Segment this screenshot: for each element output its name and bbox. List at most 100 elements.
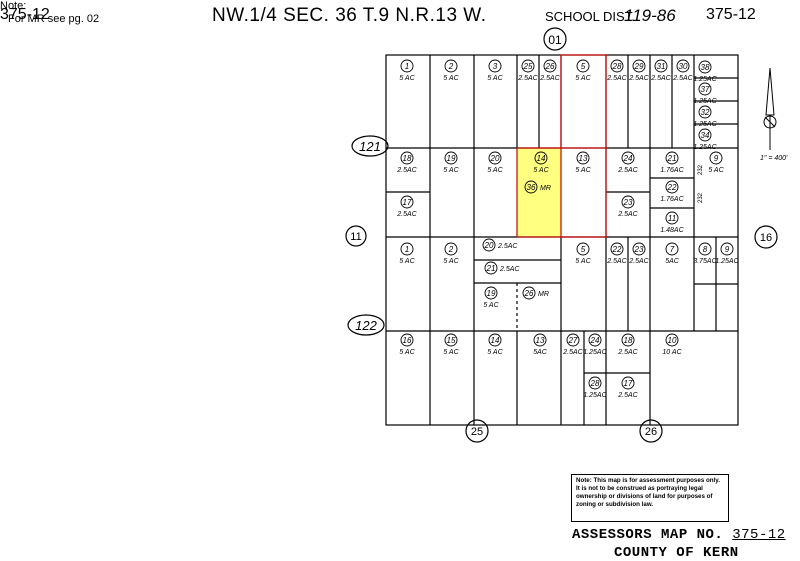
parcel-label[interactable]: 182.5AC [396,151,418,174]
parcel-number: 20 [490,154,500,163]
parcel-label[interactable]: 211.76AC [660,151,685,174]
parcel-number: 24 [590,336,600,345]
parcel-label[interactable]: 281.25AC [583,376,608,399]
parcel-label[interactable]: 20 5 AC [487,151,504,174]
parcel-number-circle [488,59,502,73]
parcel-label[interactable]: 172.5AC [396,195,418,218]
map-scale: 1" = 400' [760,155,788,162]
parcel-number-circle [444,151,458,165]
parcel-label[interactable]: 262.5AC [539,59,561,82]
parcel-label[interactable]: 25 AC [443,59,460,82]
assessor-map-number: ASSESSORS MAP NO. 375-12 [572,527,786,543]
parcel-acreage: 5 AC [399,75,415,82]
parcel-number: 11 [668,214,676,223]
parcel-label[interactable]: 222.5AC [606,242,628,265]
parcel-label[interactable]: 241.25AC [583,333,608,356]
parcel-label[interactable]: 25 AC [443,242,460,265]
parcel-label[interactable]: 95 AC [708,151,725,174]
parcel-number-circle [521,59,535,73]
parcel-number: 9 [725,245,730,254]
parcel-number: 29 [634,62,644,71]
road-label-121: 121 [359,139,381,154]
parcel-number-circle [488,151,502,165]
parcel-number-circle [543,59,557,73]
map-no-value: 375-12 [732,527,786,543]
parcel-acreage: 5 AC [399,258,415,265]
parcel-label[interactable]: 75AC [665,242,680,265]
parcel-number: 14 [491,336,500,345]
parcel-acreage: 5 AC [487,75,503,82]
parcel-number: 13 [579,154,588,163]
parcel-number: 7 [670,245,675,254]
parcel-label[interactable]: 341.25AC [693,128,718,151]
parcel-label[interactable]: 18 2.5AC [617,333,639,356]
parcel-number: 15 [447,336,456,345]
parcel-label[interactable]: 232.5AC [628,242,650,265]
parcel-label[interactable]: 15 AC [399,242,416,265]
parcel-label[interactable]: 13 5 AC [575,151,592,174]
parcel-label[interactable]: 232.5AC [617,195,639,218]
parcel-number: 18 [624,336,633,345]
parcel-label[interactable]: 17 2.5AC [617,376,639,399]
parcel-acreage: 5 AC [487,167,503,174]
parcel-label[interactable]: 9 1.25AC [715,242,740,265]
map-no-label: ASSESSORS MAP NO. [572,527,724,543]
parcel-acreage: 2.5AC [617,392,638,399]
parcel-acreage: MR [540,185,551,192]
parcel-number: 13 [536,336,545,345]
parcel-acreage: 1.25AC [715,258,739,265]
parcel-acreage: 2.5AC [617,349,638,356]
parcel-number: 18 [403,154,412,163]
parcel-number-circle [610,242,624,256]
parcel-number-circle [610,59,624,73]
parcel-acreage: 2.5AC [628,258,649,265]
parcel-label[interactable]: 55 AC [575,59,592,82]
parcel-number-circle [709,151,723,165]
parcel-acreage: 5 AC [575,258,591,265]
parcel-number-circle [484,261,498,275]
parcel-label[interactable]: 242.5AC [617,151,639,174]
parcel-label[interactable]: 252.5AC [517,59,539,82]
parcel-label[interactable]: 221.76AC [660,180,685,203]
parcel-label[interactable]: 312.5AC [650,59,672,82]
parcel-label[interactable]: 155 AC [443,333,460,356]
parcel-label[interactable]: 282.5AC [606,59,628,82]
road-label-122: 122 [355,318,377,333]
parcel-label[interactable]: 55 AC [575,242,592,265]
parcel-label[interactable]: 111.48AC [660,211,685,234]
parcel-number-circle [400,242,414,256]
parcel-label[interactable]: 321.25AC [693,105,718,128]
parcel-label[interactable]: 83.75AC [693,242,718,265]
parcel-acreage: 2.5AC [539,75,560,82]
parcel-label[interactable]: 35 AC [487,59,504,82]
parcel-number-circle [621,151,635,165]
parcel-label[interactable]: 165 AC [399,333,416,356]
parcel-label[interactable]: 15 AC [399,59,416,82]
parcel-acreage: 1.25AC [583,392,607,399]
parcel-label[interactable]: 371.25AC [693,82,718,105]
parcel-acreage: MR [538,291,549,298]
parcel-acreage: 2.5AC [606,258,627,265]
parcel-label[interactable]: 195 AC [483,286,500,309]
red-boundary [516,54,607,238]
parcel-label[interactable]: 381.25AC [693,60,718,83]
parcel-acreage: 5 AC [443,75,459,82]
parcel-acreage: 5 AC [575,167,591,174]
parcel-label[interactable]: 145 AC [533,151,550,174]
parcel-number-circle [665,333,679,347]
parcel-label[interactable]: 272.5AC [562,333,584,356]
parcel-number: 17 [624,379,633,388]
parcel-label[interactable]: 145 AC [487,333,504,356]
parcel-label[interactable]: 195 AC [443,151,460,174]
parcel-number: 19 [487,289,496,298]
parcel-label[interactable]: 292.5AC [628,59,650,82]
disclaimer-box: Note: This map is for assessment purpose… [571,474,729,522]
parcel-label[interactable]: 302.5AC [672,59,694,82]
